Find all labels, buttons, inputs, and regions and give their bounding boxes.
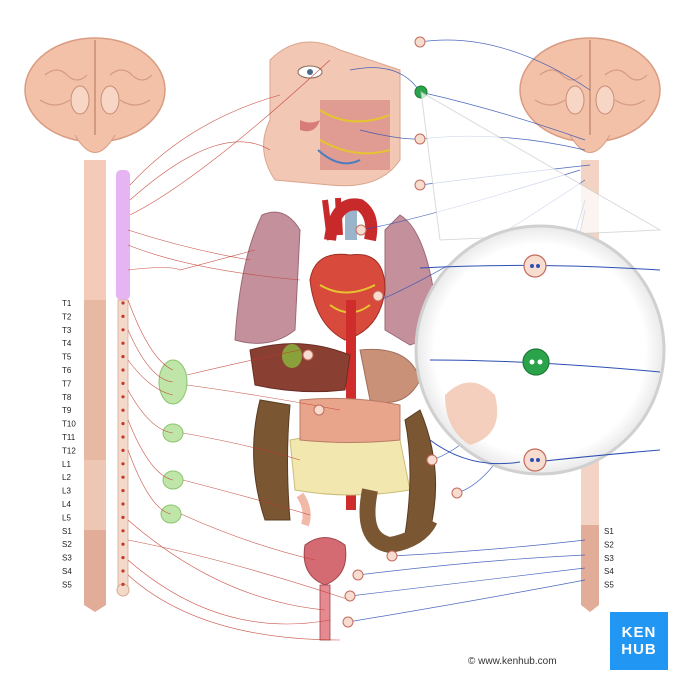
spinal-label-t8: T8 [62,393,72,402]
copyright-icon: © [468,656,476,667]
spinal-label-l5: L5 [62,513,71,522]
logo-line1: KEN [621,624,657,641]
spinal-label-t1: T1 [62,299,72,308]
segment-tick-l1 [121,462,125,466]
segment-tick-l4 [121,502,125,506]
liver-stomach [249,343,421,403]
spinal-label-s5: S5 [62,580,72,589]
segment-tick-t10 [121,422,125,426]
right-spinal-label-s5: S5 [604,581,614,590]
segment-tick-s3 [121,556,125,560]
spinal-label-l1: L1 [62,460,71,469]
logo-line2: HUB [621,641,657,658]
segment-tick-t2 [121,314,125,318]
segment-tick-t4 [121,341,125,345]
segment-tick-l2 [121,475,125,479]
spinal-label-l3: L3 [62,487,71,496]
spinal-label-t2: T2 [62,312,72,321]
right-spinal-label-s4: S4 [604,567,614,576]
prevertebral-ganglia [158,359,188,524]
segment-tick-t11 [121,435,125,439]
segment-tick-t1 [121,301,125,305]
spinal-label-s3: S3 [62,554,72,563]
spinal-label-l2: L2 [62,473,71,482]
right-brain [519,37,661,153]
spinal-label-t12: T12 [62,446,76,455]
segment-tick-t5 [121,355,125,359]
spinal-label-t6: T6 [62,366,72,375]
spinal-label-s4: S4 [62,567,72,576]
sympathetic-chain [116,170,130,597]
left-spinal-segment-labels: T1T2T3T4T5T6T7T8T9T10T11T12L1L2L3L4L5S1S… [62,299,125,589]
spinal-label-t10: T10 [62,420,76,429]
segment-tick-t3 [121,328,125,332]
segment-tick-s5 [121,582,125,587]
ganglion-markers [302,36,463,628]
segment-tick-t9 [121,408,125,412]
segment-tick-t12 [121,448,125,452]
sympathetic-fibers [127,59,351,641]
intestines [253,397,438,554]
bladder-urethra [303,537,347,641]
spinal-label-s2: S2 [62,540,72,549]
kenhub-logo: KEN HUB [610,612,668,670]
segment-tick-s1 [121,529,125,533]
spinal-label-s1: S1 [62,527,72,536]
right-spinal-label-s1: S1 [604,527,614,536]
spinal-label-l4: L4 [62,500,71,509]
face-illustration [263,41,401,187]
left-spinal-cord [84,160,106,612]
spinal-label-t7: T7 [62,379,72,388]
segment-tick-s2 [121,542,125,546]
segment-tick-t7 [121,381,125,385]
watermark-url-text: www.kenhub.com [478,656,557,667]
spinal-label-t9: T9 [62,406,72,415]
spinal-label-t4: T4 [62,339,72,348]
segment-tick-s4 [121,569,125,573]
right-spinal-label-s3: S3 [604,554,614,563]
spinal-label-t11: T11 [62,433,76,442]
watermark-url: © www.kenhub.com [468,656,557,667]
left-brain [24,37,166,153]
spinal-label-t3: T3 [62,326,72,335]
right-spinal-label-s2: S2 [604,540,614,549]
segment-tick-t8 [121,395,125,399]
segment-tick-t6 [121,368,125,372]
segment-tick-l3 [121,489,125,493]
magnifier-callout [414,91,666,476]
segment-tick-l5 [121,515,125,520]
spinal-label-t5: T5 [62,353,72,362]
